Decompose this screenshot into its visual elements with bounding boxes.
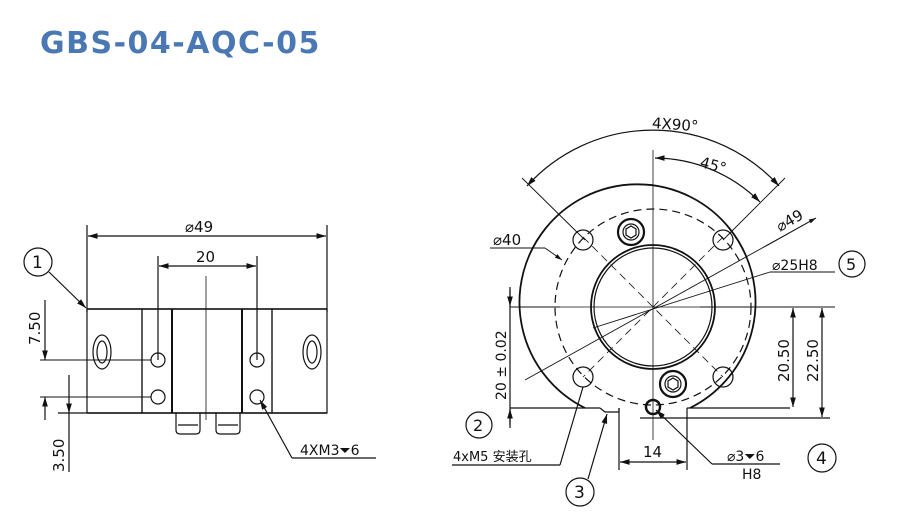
balloon-2: 2 — [473, 416, 483, 435]
dim-bolt-circle: ⌀40 — [493, 231, 521, 249]
dim-height-2: 22.50 — [804, 339, 822, 382]
note-threaded-holes: 4XM3⏷6 — [300, 443, 360, 459]
note-pin-hole: ⌀3⏷6 — [727, 449, 765, 465]
balloon-1: 1 — [32, 253, 43, 273]
front-view — [452, 129, 866, 507]
dim-angle-pattern: 4X90° — [651, 114, 699, 135]
note-pin-hole-fit: H8 — [742, 467, 761, 483]
dim-overall-diameter: ⌀49 — [185, 218, 213, 236]
dim-slot-width: 14 — [643, 443, 662, 461]
dim-top-offset: 7.50 — [26, 312, 44, 345]
dim-bottom-offset: 3.50 — [50, 439, 68, 472]
dim-vertical-tolerance: 20 ± 0.02 — [494, 330, 510, 400]
drawing-title: GBS-04-AQC-05 — [40, 26, 321, 61]
balloon-5: 5 — [846, 255, 856, 274]
note-mounting-holes: 4xM5 安装孔 — [453, 450, 532, 465]
dim-bore: ⌀25H8 — [772, 258, 818, 274]
dim-angle-offset: 45° — [698, 153, 728, 177]
side-view — [23, 225, 376, 472]
balloon-3: 3 — [574, 483, 585, 503]
dim-hole-spacing: 20 — [196, 248, 215, 266]
dim-outer-diameter: ⌀49 — [773, 206, 806, 236]
dim-height-1: 20.50 — [775, 339, 793, 382]
balloon-4: 4 — [816, 449, 827, 469]
